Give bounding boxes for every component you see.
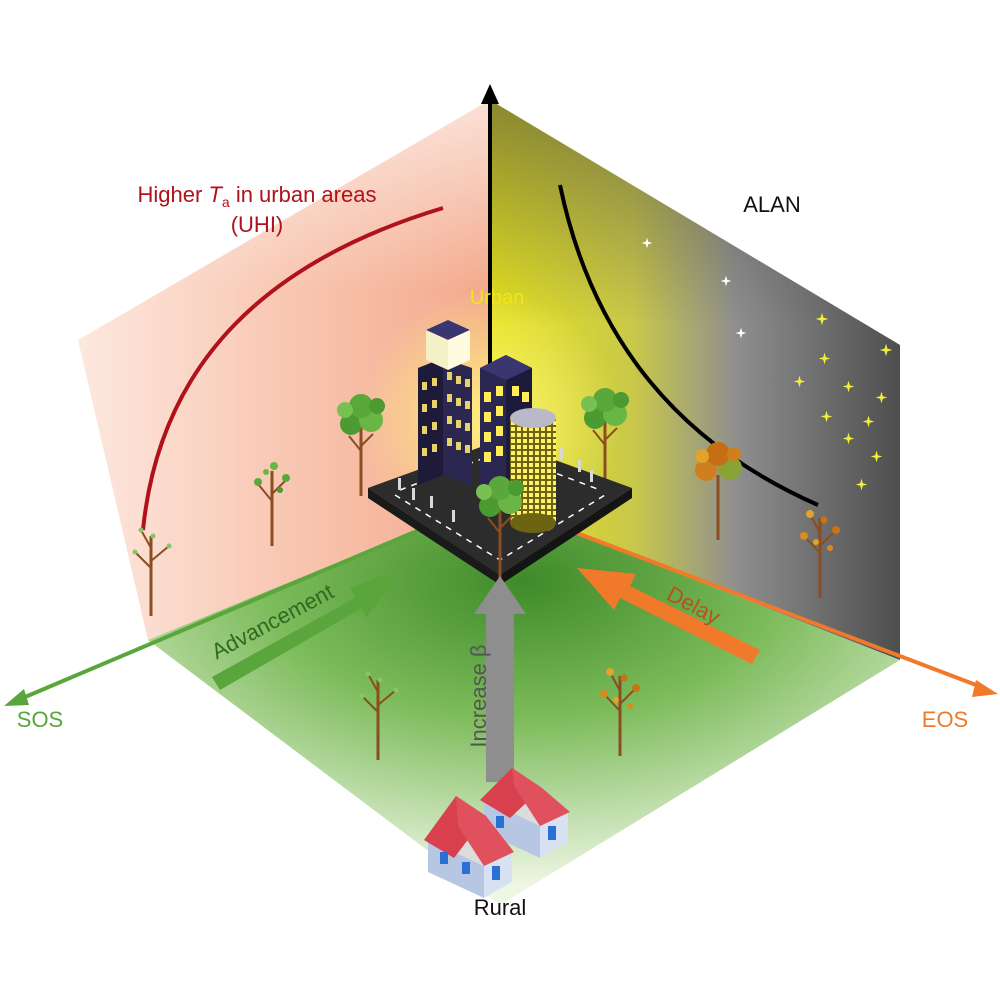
city-icon: [368, 320, 632, 585]
eos-axis-arrowhead: [972, 680, 998, 697]
advancement-arrow: [212, 568, 404, 690]
increase-beta-arrow: [474, 576, 526, 782]
sos-label: SOS: [17, 707, 63, 732]
rural-label: Rural: [474, 895, 527, 920]
uhi-curve: [141, 206, 444, 531]
house-icon: [480, 768, 570, 858]
ground-plane: [148, 500, 900, 905]
house-icon: [424, 796, 514, 898]
delay-arrow: [577, 568, 760, 664]
uhi-label-line2: (UHI): [231, 212, 284, 237]
uhi-label: Higher Ta in urban areas: [138, 182, 377, 210]
increase-beta-label: Increase β: [466, 644, 491, 747]
vertical-axis-arrowhead: [481, 84, 499, 104]
eos-label: EOS: [922, 707, 968, 732]
alan-curve: [558, 184, 819, 507]
urban-label: Urban: [470, 287, 524, 309]
sos-axis: [17, 498, 491, 702]
alan-label: ALAN: [743, 192, 800, 217]
sos-axis-arrowhead: [4, 689, 29, 706]
